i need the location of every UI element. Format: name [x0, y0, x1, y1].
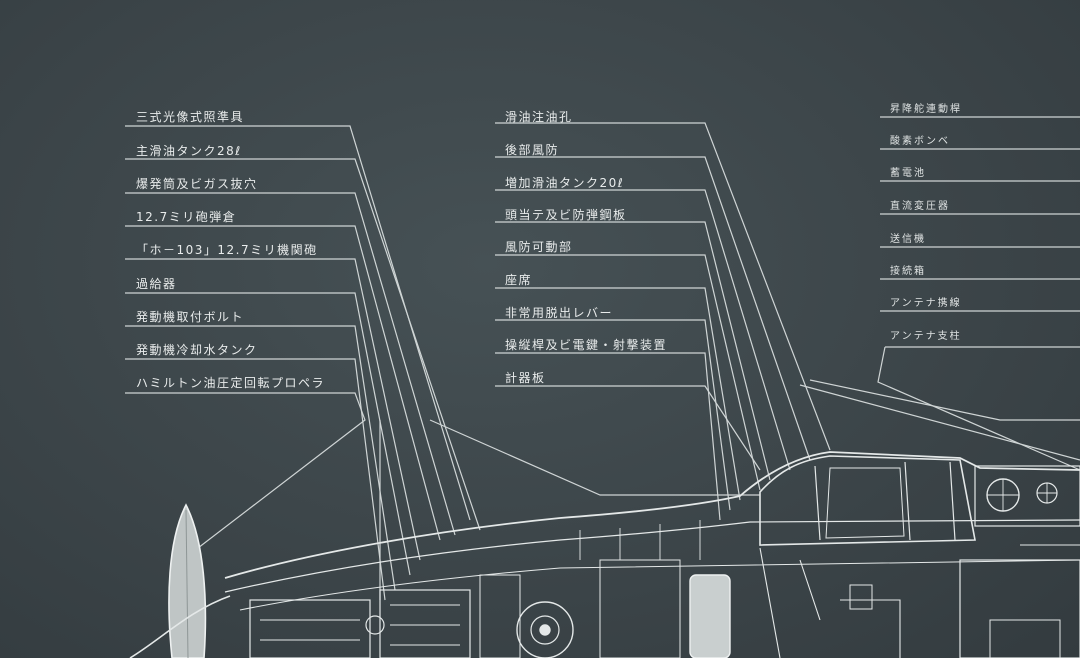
- label-mid-4: 頭当テ及ビ防弾鋼板: [505, 208, 627, 222]
- label-mid-5: 風防可動部: [505, 240, 573, 254]
- aircraft-fuselage: [129, 451, 1080, 658]
- leader-line-14: [495, 254, 761, 491]
- label-left-6: 過給器: [136, 277, 177, 291]
- label-right-7: アンテナ携線: [890, 298, 962, 309]
- leader-line-28: [809, 379, 1080, 421]
- leader-line-4: [125, 225, 441, 541]
- engine-gear: [516, 601, 574, 658]
- label-mid-9: 計器板: [505, 371, 546, 385]
- leader-line-1: [125, 125, 471, 521]
- leader-line-18: [495, 385, 761, 471]
- leader-line-8: [125, 358, 386, 601]
- label-left-7: 発動機取付ボルト: [136, 310, 245, 324]
- fuel-tank: [689, 574, 731, 658]
- label-left-2: 主滑油タンク28ℓ: [136, 144, 242, 158]
- leader-line-7: [125, 325, 396, 591]
- spinner: [129, 595, 231, 658]
- label-right-5: 送信機: [890, 234, 926, 245]
- leader-line-10: [495, 122, 831, 451]
- leader-line-17: [495, 352, 721, 521]
- label-left-3: 爆発筒及ビガス抜穴: [136, 177, 258, 191]
- leader-lines: [125, 116, 1080, 601]
- label-right-6: 接続箱: [890, 266, 926, 277]
- leader-line-6: [125, 292, 411, 576]
- label-right-1: 昇降舵連動桿: [890, 104, 962, 115]
- label-mid-8: 操縦桿及ビ電鍵・射撃装置: [505, 338, 668, 352]
- leader-line-12: [495, 189, 791, 471]
- label-mid-1: 滑油注油孔: [505, 110, 573, 124]
- leader-line-3: [125, 192, 456, 536]
- label-mid-3: 増加滑油タンク20ℓ: [505, 176, 625, 190]
- canopy: [759, 455, 976, 546]
- leader-line-15: [495, 287, 741, 501]
- leader-line-29: [799, 384, 1080, 461]
- label-left-5: 「ホ－103」12.7ミリ機関砲: [136, 243, 318, 257]
- leader-line-16: [495, 319, 731, 511]
- label-mid-6: 座席: [505, 273, 533, 287]
- label-left-4: 12.7ミリ砲弾倉: [136, 210, 237, 224]
- leader-line-27: [429, 419, 760, 496]
- label-mid-2: 後部風防: [505, 143, 560, 157]
- label-mid-7: 非常用脱出レバー: [505, 306, 614, 320]
- label-left-9: ハミルトン油圧定回転プロペラ: [136, 376, 326, 390]
- label-left-8: 発動機冷却水タンク: [136, 343, 258, 357]
- leader-line-5: [125, 258, 421, 561]
- label-right-8: アンテナ支柱: [890, 331, 962, 342]
- leader-line-13: [495, 221, 771, 481]
- label-right-3: 蓄電池: [890, 168, 926, 179]
- label-left-1: 三式光像式照準具: [136, 110, 245, 124]
- leader-line-11: [495, 156, 811, 461]
- label-right-2: 酸素ボンベ: [890, 136, 950, 147]
- engine-block: [249, 599, 371, 658]
- label-right-4: 直流変圧器: [890, 201, 950, 212]
- fuselage-upper-line: [224, 451, 1080, 579]
- leader-line-2: [125, 158, 481, 531]
- leader-line-9: [125, 392, 366, 549]
- leader-line-26: [877, 346, 1080, 471]
